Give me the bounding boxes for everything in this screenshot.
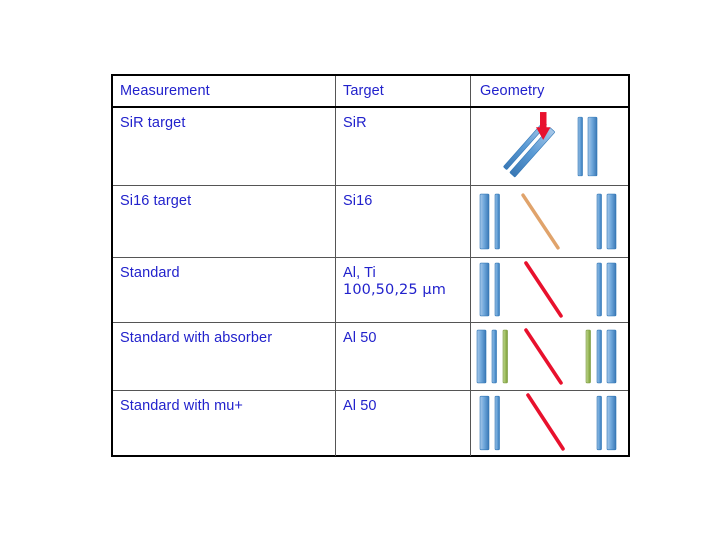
cell-geometry xyxy=(471,391,628,456)
target-foil-diagonal xyxy=(524,261,563,318)
cell-target-line1: Al, Ti xyxy=(343,265,376,281)
cell-geometry xyxy=(471,108,628,185)
header-geometry: Geometry xyxy=(480,83,545,99)
detector-bar-wide xyxy=(479,262,490,317)
detector-bar-thin xyxy=(494,193,500,250)
detector-bar-thin xyxy=(577,116,583,177)
header-measurement: Measurement xyxy=(113,76,336,106)
detector-bar-thin xyxy=(596,193,602,250)
measurement-geometry-table: Measurement Target Geometry SiR target S… xyxy=(111,74,630,457)
geometry-diagram-standard xyxy=(479,261,617,318)
target-foil-diagonal xyxy=(503,121,555,178)
detector-bar-wide xyxy=(479,395,490,451)
detector-bar-thin xyxy=(494,262,500,317)
detector-bar-wide xyxy=(587,116,598,177)
detector-bar-thin xyxy=(596,395,602,451)
geometry-diagram-standard-with-absorber xyxy=(476,328,617,385)
beam-arrow-down xyxy=(536,112,551,140)
cell-geometry xyxy=(471,323,628,390)
cell-target: Al, Ti 100,50,25 μm xyxy=(336,258,471,322)
detector-bar-thin xyxy=(494,395,500,451)
cell-geometry xyxy=(471,186,628,257)
detector-bar-thin xyxy=(596,329,602,384)
cell-target: Al 50 xyxy=(336,391,471,456)
detector-bar-wide xyxy=(606,262,617,317)
cell-target: Si16 xyxy=(336,186,471,257)
geometry-diagram-standard-with-mu-plus xyxy=(479,393,617,451)
target-foil-diagonal xyxy=(526,393,565,451)
cell-measurement: SiR target xyxy=(113,108,336,185)
table-row: Standard with absorber Al 50 xyxy=(113,323,628,391)
geometry-diagram-si16-target xyxy=(479,193,617,250)
cell-measurement: Standard with mu+ xyxy=(113,391,336,456)
detector-bar-wide xyxy=(606,193,617,250)
detector-bar-thin xyxy=(596,262,602,317)
detector-bar-wide xyxy=(476,329,487,384)
cell-measurement: Standard xyxy=(113,258,336,322)
absorber-bar-green xyxy=(502,329,508,384)
absorber-bar-green xyxy=(585,329,591,384)
cell-target: Al 50 xyxy=(336,323,471,390)
header-target: Target xyxy=(336,76,471,106)
detector-bar-thin xyxy=(491,329,497,384)
cell-target-line2: 100,50,25 μm xyxy=(343,282,446,298)
table-row: Si16 target Si16 xyxy=(113,186,628,258)
table-row: Standard with mu+ Al 50 xyxy=(113,391,628,456)
target-foil-diagonal xyxy=(524,328,563,385)
detector-bar-wide xyxy=(606,329,617,384)
cell-geometry xyxy=(471,258,628,322)
cell-target: SiR xyxy=(336,108,471,185)
detector-bar-wide xyxy=(479,193,490,250)
cell-measurement: Standard with absorber xyxy=(113,323,336,390)
target-foil-diagonal xyxy=(521,193,560,250)
table-row: Standard Al, Ti 100,50,25 μm xyxy=(113,258,628,323)
geometry-diagram-sir-target xyxy=(503,112,598,178)
table-header-row: Measurement Target Geometry xyxy=(113,76,628,108)
detector-bar-wide xyxy=(606,395,617,451)
table-row: SiR target SiR xyxy=(113,108,628,186)
cell-measurement: Si16 target xyxy=(113,186,336,257)
